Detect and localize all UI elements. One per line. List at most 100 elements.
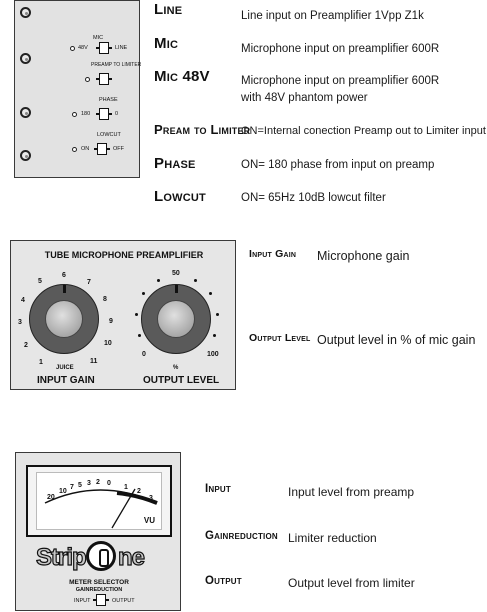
input-scale-5: 5 (38, 278, 42, 285)
meter-scale-plus1: 1 (124, 484, 128, 491)
mic-led-icon (70, 46, 75, 51)
output-level-pointer-icon (175, 285, 178, 293)
lowcut-off-label: OFF (113, 146, 124, 152)
input-scale-4: 4 (21, 297, 25, 304)
input-scale-7: 7 (87, 279, 91, 286)
input-scale-9: 9 (109, 318, 113, 325)
input-scale-8: 8 (103, 296, 107, 303)
input-scale-6: 6 (62, 272, 66, 279)
output-scale-dot (216, 313, 219, 316)
input-scale-3: 3 (18, 319, 22, 326)
output-scale-50: 50 (172, 270, 180, 277)
screw-icon (20, 7, 31, 18)
meter-scale-plus3: 3 (149, 495, 153, 502)
meter-selector-toggle-switch (93, 594, 109, 606)
gainreduction-switch-label: GAINREDUCTION (75, 587, 123, 593)
input-scale-10: 10 (104, 340, 112, 347)
output-scale-dot (194, 279, 197, 282)
input-description: Input level from preamp (288, 485, 415, 499)
output-level-knob-cap (157, 300, 195, 338)
gainreduction-term: Gainreduction (205, 530, 278, 542)
input-scale-1: 1 (39, 359, 43, 366)
line-label: LINE (115, 45, 128, 51)
mic-line-toggle-switch (96, 42, 112, 54)
input-scale-2: 2 (24, 342, 28, 349)
meter-panel-illustration: 20 10 7 5 3 2 0 1 2 3 VU Strip ne METER … (15, 452, 181, 611)
output-level-description: Output level in % of mic gain (317, 333, 476, 347)
output-scale-dot (157, 279, 160, 282)
output-scale-dot (135, 313, 138, 316)
meter-scale-2: 2 (96, 479, 100, 486)
output-scale-dot (142, 292, 145, 295)
lowcut-led-icon (72, 147, 77, 152)
selector-input-label: INPUT (74, 598, 91, 604)
vu-meter: 20 10 7 5 3 2 0 1 2 3 VU (26, 465, 172, 537)
meter-scale-5: 5 (78, 482, 82, 489)
pream-to-limiter-term: Pream to Limiter (154, 122, 251, 137)
phase-led-icon (72, 112, 77, 117)
mic-48v-description: Microphone input on preamplifier 600R (241, 75, 440, 87)
preamp-panel-title: TUBE MICROPHONE PREAMPLIFIER (44, 250, 204, 260)
output-level-panel-label: OUTPUT LEVEL (143, 375, 220, 386)
input-gain-pointer-icon (63, 285, 66, 293)
mic-48v-label: 48V (78, 45, 88, 51)
phase-180-label: 180 (81, 111, 91, 117)
one-logo-text: ne (117, 543, 145, 571)
output-description: Output level from limiter (288, 576, 415, 590)
phase-description: ON= 180 phase from input on preamp (241, 159, 435, 171)
preamp-led-icon (85, 77, 90, 82)
mic-48v-term: Mic 48V (154, 68, 210, 85)
meter-scale-3: 3 (87, 480, 91, 487)
mic-48v-description-line2: with 48V phantom power (241, 92, 368, 104)
input-gain-term: Input Gain (249, 248, 297, 260)
switch-panel-illustration: MIC 48V LINE PREAMP TO LIMITER PHASE 180… (14, 0, 142, 178)
output-term: Output (205, 575, 242, 587)
mic-term: Mic (154, 35, 179, 52)
meter-scale-10: 10 (59, 488, 67, 495)
pream-to-limiter-description: ON=Internal conection Preamp out to Limi… (241, 125, 486, 137)
input-gain-description: Microphone gain (317, 249, 410, 263)
mic-switch-label: MIC (93, 35, 104, 41)
phase-term: Phase (154, 155, 196, 172)
input-term: Input (205, 483, 231, 495)
meter-scale-20: 20 (47, 494, 55, 501)
preamp-to-limiter-toggle-switch (96, 73, 112, 85)
vu-meter-face: 20 10 7 5 3 2 0 1 2 3 VU (36, 472, 162, 530)
output-scale-100: 100 (207, 351, 219, 358)
phase-0-label: 0 (115, 111, 119, 117)
selector-output-label: OUTPUT (112, 598, 135, 604)
preamp-panel-illustration: TUBE MICROPHONE PREAMPLIFIER 1 2 3 4 5 6… (10, 240, 236, 390)
screw-icon (20, 53, 31, 64)
input-scale-11: 11 (90, 358, 98, 365)
juice-label: JUICE (56, 365, 74, 371)
lowcut-switch-label: LOWCUT (97, 132, 121, 138)
gainreduction-description: Limiter reduction (288, 531, 377, 545)
preamp-to-limiter-label: PREAMP TO LIMITER (91, 62, 142, 68)
screw-icon (20, 107, 31, 118)
lowcut-toggle-switch (94, 143, 110, 155)
meter-scale-0: 0 (107, 480, 111, 487)
lowcut-description: ON= 65Hz 10dB lowcut filter (241, 192, 386, 204)
output-level-term: Output Level (249, 332, 311, 344)
vu-meter-scale-graphic: 20 10 7 5 3 2 0 1 2 3 (44, 479, 158, 529)
strip-logo-text: Strip (35, 543, 87, 571)
phase-switch-label: PHASE (99, 97, 118, 103)
meter-selector-title: METER SELECTOR (69, 579, 129, 586)
percent-label: % (173, 365, 179, 371)
lowcut-on-label: ON (81, 146, 90, 152)
line-description: Line input on Preamplifier 1Vpp Z1k (241, 10, 424, 22)
vu-label: VU (143, 516, 155, 525)
mic-description: Microphone input on preamplifier 600R (241, 43, 440, 55)
output-scale-0: 0 (142, 351, 146, 358)
input-gain-knob-cap (45, 300, 83, 338)
screw-icon (20, 150, 31, 161)
output-scale-dot (209, 292, 212, 295)
meter-scale-7: 7 (70, 484, 74, 491)
input-gain-panel-label: INPUT GAIN (37, 375, 95, 386)
output-scale-dot (138, 334, 141, 337)
line-term: Line (154, 1, 183, 18)
strip-one-logo-icon (86, 541, 116, 571)
phase-toggle-switch (96, 108, 112, 120)
lowcut-term: Lowcut (154, 188, 206, 205)
output-scale-dot (213, 334, 216, 337)
